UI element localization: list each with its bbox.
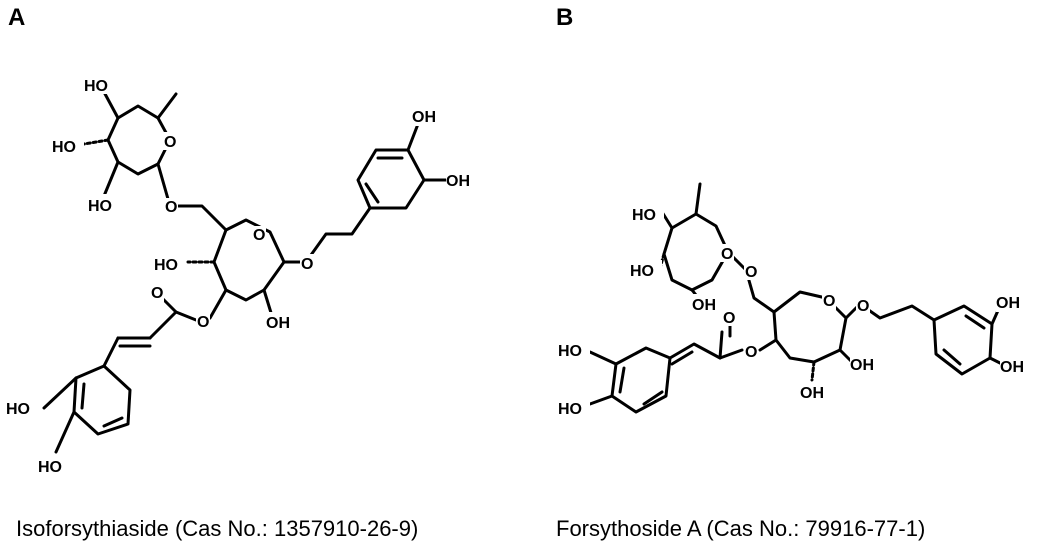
glucose-ring-a	[212, 218, 286, 302]
ester-o-bond-a	[208, 288, 228, 320]
isoforsythiaside-structure	[42, 90, 450, 454]
vinyl-double-inner-b	[670, 350, 694, 366]
ester-bond-a	[158, 294, 198, 322]
atom-oh-glc-a: OH	[266, 315, 290, 332]
atom-ho-caff-top-b: HO	[558, 343, 582, 360]
ester-to-vinyl-a	[148, 310, 178, 340]
caff-oh-bond-bot-b	[588, 394, 614, 406]
aromatic-double-2-b	[942, 348, 962, 366]
atom-o-link-a: O	[165, 199, 177, 216]
aromatic-double-1-b	[964, 314, 986, 330]
phenylethyl-chain-b	[844, 302, 936, 322]
atom-o-carbonyl-b: O	[723, 310, 735, 327]
atom-o-ester-a: O	[197, 314, 209, 331]
atom-oh-right-bot-a: OH	[446, 173, 470, 190]
atom-labels-a: HO HO HO O O O HO O OH O O OH OH HO HO	[6, 74, 478, 476]
glc-oh-bond-b-a	[262, 288, 274, 318]
methyl-bond-a	[156, 92, 178, 120]
atom-labels-b: HO HO OH O O O O O O OH OH HO HO OH OH	[558, 204, 1032, 418]
atom-ho-rha-bot-a: HO	[88, 198, 112, 215]
atom-ho-caff-bot-a: HO	[38, 459, 62, 476]
right-oh-bond-top-a	[406, 122, 420, 152]
rha-oh-bond-top-a	[102, 90, 120, 120]
atom-oh-right-bot-b: OH	[1000, 359, 1024, 376]
atom-ho-rha-mid-b: HO	[630, 263, 654, 280]
atom-ho-caff-bot-b: HO	[558, 401, 582, 418]
atom-ho-rha-top-b: HO	[632, 207, 656, 224]
atom-ho-rha-mid-a: HO	[52, 139, 76, 156]
caff-double-2-a	[102, 416, 124, 428]
atom-o-glc-ring-a: O	[253, 227, 265, 244]
atom-o-link-b: O	[745, 264, 757, 281]
atom-o-aglycone-a: O	[301, 256, 313, 273]
vinyl-chain-b	[668, 342, 722, 360]
ester-o-bond-b	[758, 338, 778, 352]
atom-ho-caff-top-a: HO	[6, 401, 30, 418]
rha-oh-bond-bot-a	[102, 160, 120, 198]
atom-oh-right-top-b: OH	[996, 295, 1020, 312]
atom-o-rha-ring-a: O	[164, 134, 176, 151]
atom-oh-glc-bot-b: OH	[800, 385, 824, 402]
glycosidic-link-b	[726, 250, 776, 314]
caff-oh-bond-top-b	[588, 350, 618, 366]
panel-b-label: B	[556, 4, 574, 31]
atom-oh-glc-right-b: OH	[850, 357, 874, 374]
atom-oh-rha-bot-b: OH	[692, 297, 716, 314]
caption-isoforsythiaside: Isoforsythiaside (Cas No.: 1357910-26-9)	[16, 516, 419, 541]
rha-oh-bond-mid-a	[82, 138, 110, 146]
catechol-ring-right-b	[932, 304, 994, 376]
glycosidic-link-a	[156, 162, 228, 232]
methyl-bond-b	[694, 182, 702, 216]
caff-double-2-b	[642, 390, 664, 406]
phenylethyl-chain-a	[282, 206, 372, 264]
aromatic-double-2-a	[364, 182, 380, 204]
caff-double-1-b	[618, 366, 626, 394]
caff-double-1-a	[80, 382, 86, 410]
caff-oh-bond-bot-a	[54, 410, 76, 454]
vinyl-to-ring-a	[102, 336, 120, 368]
panel-a-label: A	[8, 4, 26, 31]
atom-o-glc-ring-b: O	[823, 293, 835, 310]
atom-o-ester-b: O	[745, 344, 757, 361]
atom-ho-glc-a: HO	[154, 257, 178, 274]
atom-oh-right-top-a: OH	[412, 109, 436, 126]
caff-oh-bond-top-a	[42, 376, 78, 410]
atom-o-aglycone-b: O	[857, 298, 869, 315]
atom-o-rha-ring-b: O	[721, 246, 733, 263]
atom-ho-rha-top-a: HO	[84, 78, 108, 95]
atom-o-carbonyl-a: O	[151, 285, 163, 302]
glc-oh-bond-bot-b	[810, 360, 816, 382]
rhamnose-ring-b	[662, 212, 730, 292]
caption-forsythoside-a: Forsythoside A (Cas No.: 79916-77-1)	[556, 516, 926, 541]
forsythoside-a-structure	[588, 182, 1004, 414]
